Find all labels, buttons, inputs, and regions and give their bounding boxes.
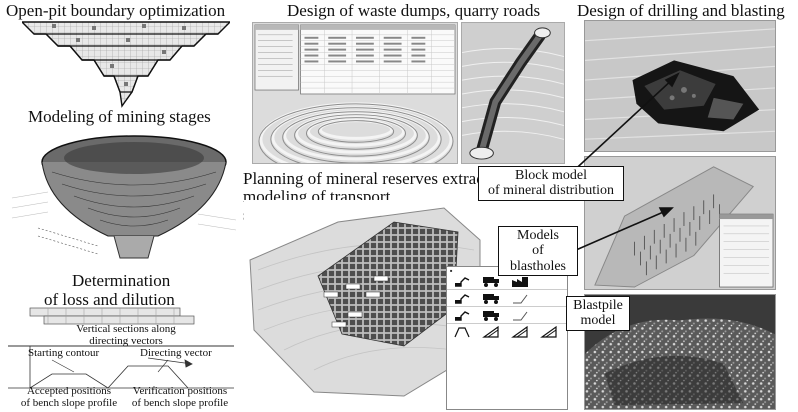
reload-icon	[482, 325, 499, 338]
excavator-icon	[455, 311, 470, 321]
open-pit-grid-panel	[22, 20, 230, 108]
blastholes-line1: Models	[517, 228, 559, 243]
trapezoid-icon	[454, 327, 470, 338]
caption-open-pit: Open-pit boundary optimization	[6, 1, 226, 20]
caption-vertical-2: directing vectors	[89, 334, 163, 347]
block-model-line2: of mineral distribution	[488, 183, 614, 199]
cut-tool[interactable]	[449, 325, 475, 339]
excavator-icon	[455, 294, 470, 304]
slope-tool-2[interactable]	[507, 308, 533, 322]
block-model-label: Block model of mineral distribution	[478, 166, 624, 201]
loss-dilution-diagram	[8, 306, 234, 410]
blastholes-label: Models of blastholes	[498, 226, 578, 277]
caption-accepted-2: of bench slope profile	[20, 396, 118, 409]
slope-tool[interactable]	[507, 291, 533, 305]
equipment-toolbox: ■	[446, 266, 568, 410]
excavator-icon	[455, 277, 470, 287]
slope-icon	[513, 294, 528, 304]
toolbox-header: ■	[450, 268, 453, 273]
caption-waste-dumps: Design of waste dumps, quarry roads	[287, 1, 541, 20]
blastholes-line2: of blastholes	[510, 243, 566, 274]
mining-stages-panel	[8, 128, 240, 270]
caption-loss-1: Determination	[72, 271, 171, 290]
reload-icon	[540, 325, 557, 338]
caption-accepted-positions: Accepted positions of bench slope profil…	[14, 385, 124, 409]
toolbox-divider	[447, 306, 567, 307]
waste-dumps-panel	[252, 22, 458, 164]
caption-verification-2: of bench slope profile	[131, 396, 229, 409]
reload-tool-3[interactable]	[536, 325, 562, 339]
blastpile-label: Blastpile model	[566, 296, 630, 331]
caption-verification-positions: Verification positions of bench slope pr…	[124, 385, 236, 409]
caption-drilling: Design of drilling and blasting	[577, 1, 785, 20]
toolbox-divider	[447, 323, 567, 324]
caption-planning-1: Planning of mineral reserves extraction,	[243, 169, 515, 188]
toolbox-divider	[447, 289, 567, 290]
dump-truck-icon	[483, 311, 499, 321]
factory-icon	[512, 277, 528, 287]
caption-starting-contour: Starting contour	[28, 347, 100, 359]
caption-accepted-1: Accepted positions	[26, 385, 111, 397]
dump-truck-tool[interactable]	[478, 274, 504, 288]
drilling-pit-panel	[584, 20, 776, 152]
caption-verification-1: Verification positions	[132, 385, 228, 397]
excavator-tool-3[interactable]	[449, 308, 475, 322]
caption-loss-2: of loss and dilution	[44, 290, 175, 309]
reload-icon	[511, 325, 528, 338]
dump-truck-tool-3[interactable]	[478, 308, 504, 322]
block-model-line1: Block model	[515, 168, 587, 183]
reload-tool-2[interactable]	[507, 325, 533, 339]
dump-truck-icon	[483, 294, 499, 304]
excavator-tool[interactable]	[449, 274, 475, 288]
blastpile-line1: Blastpile	[573, 298, 623, 313]
quarry-road-panel	[461, 22, 565, 164]
excavator-tool-2[interactable]	[449, 291, 475, 305]
dump-truck-icon	[483, 277, 499, 287]
caption-mining-stages: Modeling of mining stages	[28, 107, 211, 126]
blastpile-panel	[584, 294, 776, 410]
caption-vertical-sections: Vertical sections along directing vector…	[60, 323, 192, 347]
dump-tool[interactable]	[507, 274, 533, 288]
caption-vertical-1: Vertical sections along	[76, 323, 176, 335]
slope-icon	[513, 311, 528, 321]
reload-tool[interactable]	[478, 325, 504, 339]
blastpile-line2: model	[580, 313, 616, 329]
caption-directing-vector: Directing vector	[140, 347, 212, 359]
dump-truck-tool-2[interactable]	[478, 291, 504, 305]
transport-schemes-panel	[244, 200, 484, 412]
